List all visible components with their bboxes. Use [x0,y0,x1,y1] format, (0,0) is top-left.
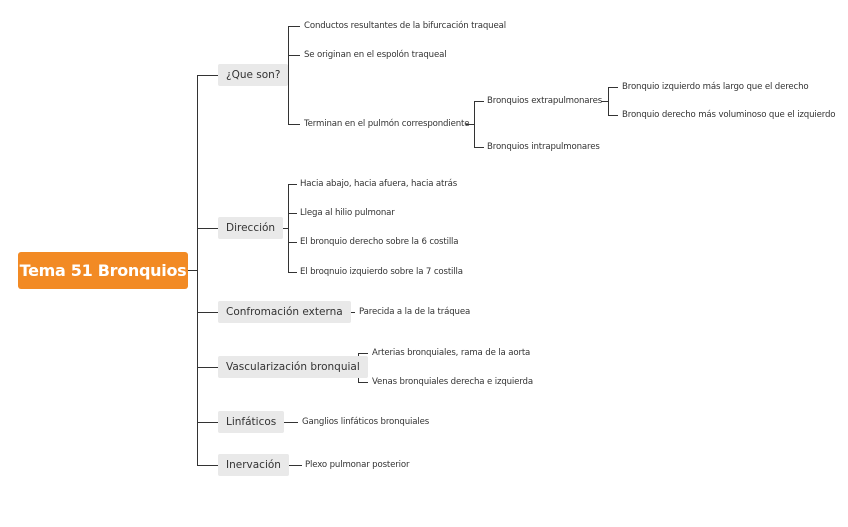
leaf-intrapulmonares[interactable]: Bronquios intrapulmonares [487,142,600,152]
leaf-6-costilla[interactable]: El bronquio derecho sobre la 6 costilla [300,237,459,247]
leaf-traquea[interactable]: Parecida a la de la tráquea [359,307,471,317]
leaf-extrapulmonares[interactable]: Bronquios extrapulmonares [487,96,603,106]
branch-conformacion-externa[interactable]: Confromación externa [218,301,351,323]
leaf-bronquio-derecho[interactable]: Bronquio derecho más voluminoso que el i… [622,110,836,120]
leaf-bronquio-izquierdo[interactable]: Bronquio izquierdo más largo que el dere… [622,82,809,92]
leaf-7-costilla[interactable]: El broqnuio izquierdo sobre la 7 costill… [300,267,463,277]
leaf-hilio[interactable]: Llega al hilio pulmonar [300,208,395,218]
root-topic[interactable]: Tema 51 Bronquios [18,252,188,289]
leaf-espolon[interactable]: Se originan en el espolón traqueal [304,50,447,60]
leaf-arterias[interactable]: Arterias bronquiales, rama de la aorta [372,348,531,358]
branch-direccion[interactable]: Dirección [218,217,284,239]
leaf-terminan[interactable]: Terminan en el pulmón correspondiente [304,119,470,129]
leaf-plexo[interactable]: Plexo pulmonar posterior [305,460,410,470]
branch-linfaticos[interactable]: Linfáticos [218,411,285,433]
leaf-conductos[interactable]: Conductos resultantes de la bifurcación … [304,21,506,31]
branch-vascularizacion[interactable]: Vascularización bronquial [218,356,368,378]
leaf-ganglios[interactable]: Ganglios linfáticos bronquiales [302,417,430,427]
branch-que-son[interactable]: ¿Que son? [218,64,289,86]
branch-inervacion[interactable]: Inervación [218,454,289,476]
leaf-venas[interactable]: Venas bronquiales derecha e izquierda [372,377,533,387]
leaf-hacia-abajo[interactable]: Hacia abajo, hacia afuera, hacia atrás [300,179,458,189]
